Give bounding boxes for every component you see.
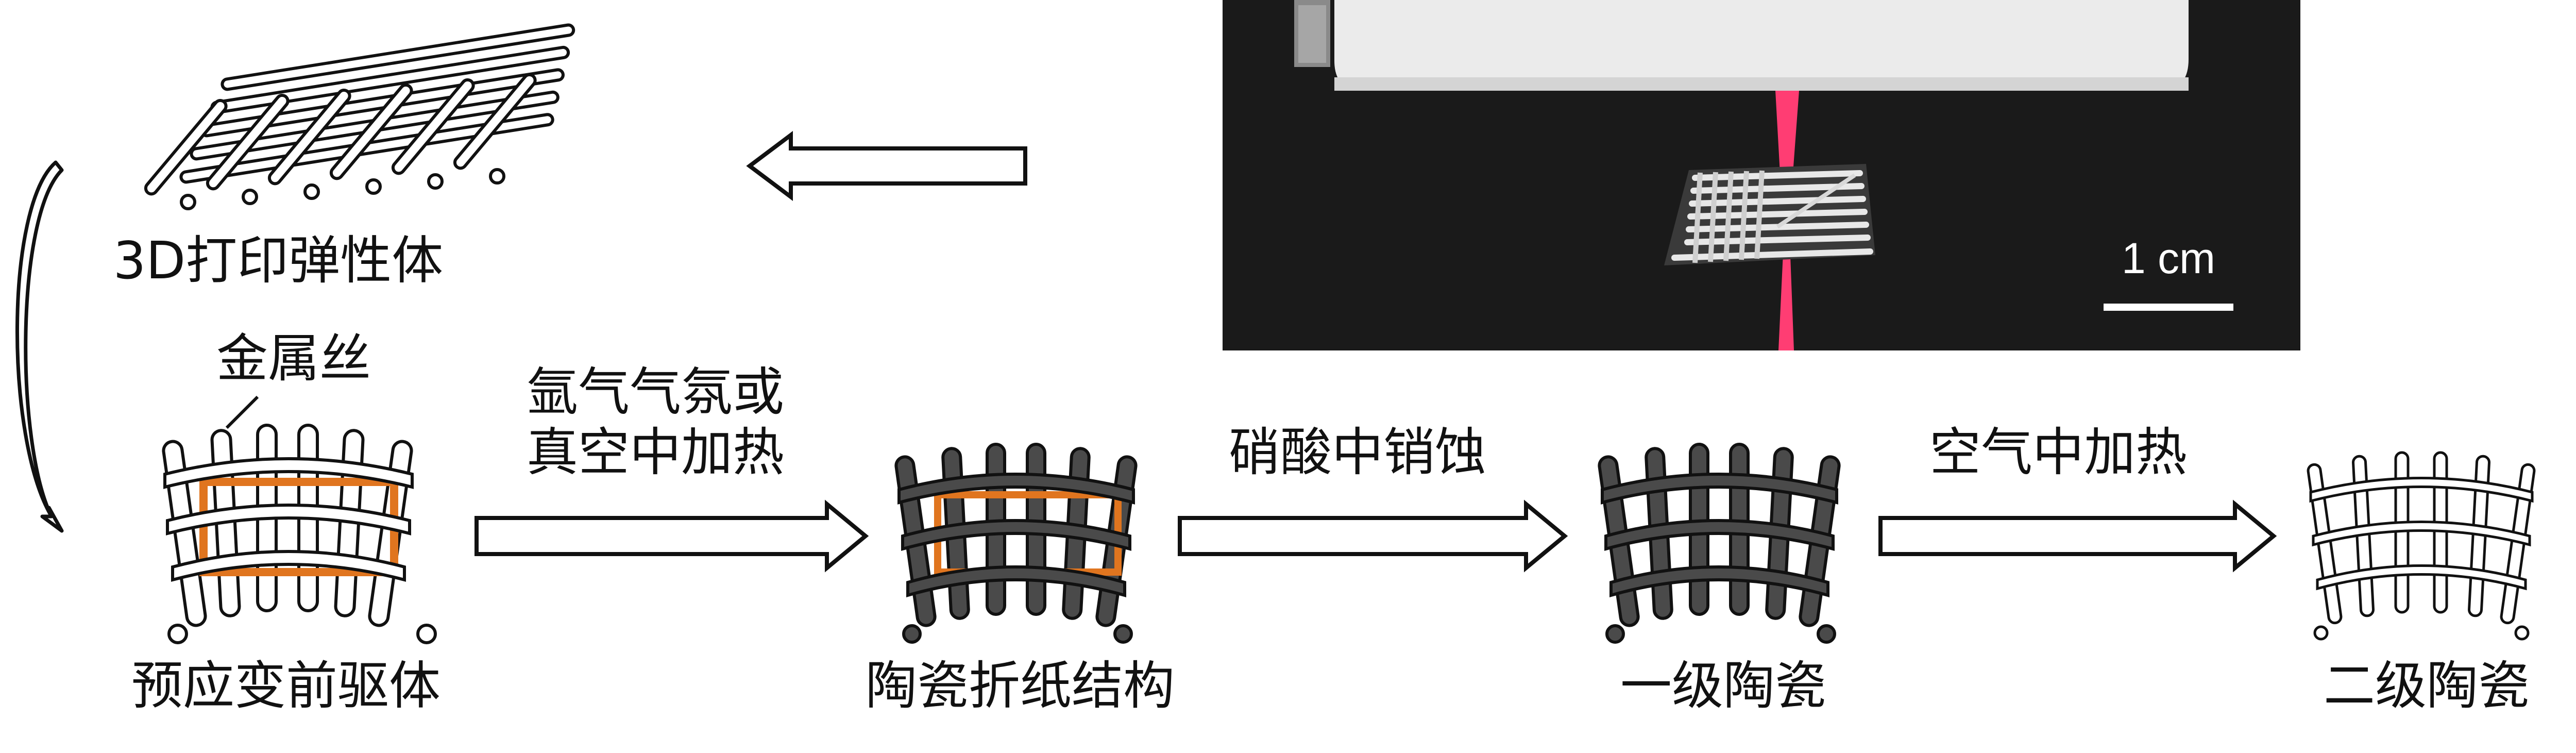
ceramic-origami-illustration	[894, 443, 1138, 644]
label-primary-ceramic: 一级陶瓷	[1620, 656, 1826, 716]
hollow-arrow-step1-icon	[474, 499, 869, 573]
secondary-ceramic-illustration	[2307, 451, 2536, 641]
printed-lattice-photo	[1664, 164, 1875, 265]
prestrained-precursor-illustration	[162, 395, 437, 644]
label-secondary-ceramic: 二级陶瓷	[2324, 656, 2530, 716]
printed-elastomer-illustration	[144, 23, 575, 210]
hollow-arrow-step3-icon	[1878, 499, 2277, 573]
step1-label-line2: 真空中加热	[527, 422, 784, 482]
step2-label: 硝酸中销蚀	[1229, 422, 1486, 482]
hollow-arrow-left-icon	[746, 131, 1027, 201]
label-metal-wire: 金属丝	[216, 328, 371, 389]
curved-return-arrow-icon	[15, 160, 64, 533]
label-prestrained-precursor: 预应变前驱体	[131, 656, 440, 716]
scale-bar-label: 1 cm	[2122, 234, 2215, 282]
step1-label-line1: 氩气气氛或	[527, 362, 784, 422]
primary-ceramic-illustration	[1598, 443, 1841, 644]
hollow-arrow-step2-icon	[1178, 499, 1568, 573]
printing-photo: 1 cm	[1223, 0, 2300, 350]
label-printed-elastomer: 3D打印弹性体	[113, 230, 444, 291]
label-ceramic-origami: 陶瓷折纸结构	[866, 656, 1175, 716]
step3-label: 空气中加热	[1929, 422, 2187, 482]
